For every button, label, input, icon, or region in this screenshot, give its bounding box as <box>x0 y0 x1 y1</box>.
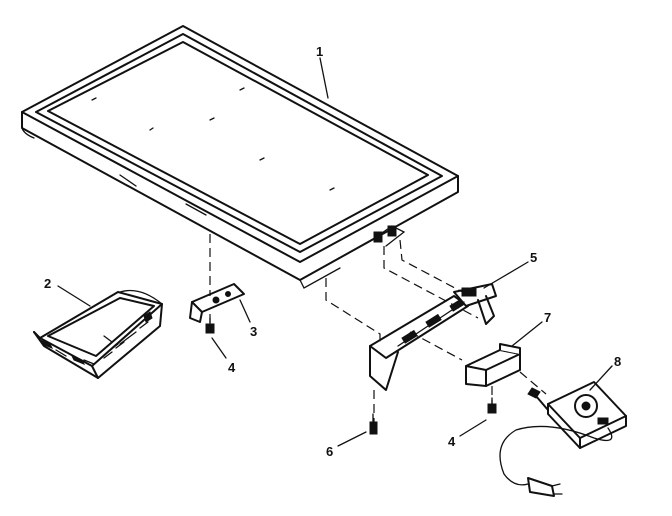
callout-4-left: 4 <box>228 360 236 375</box>
temperature-control <box>499 381 627 497</box>
callout-5: 5 <box>530 250 537 265</box>
screw-center <box>369 413 378 435</box>
callout-6: 6 <box>326 444 333 459</box>
control-mount <box>465 343 521 387</box>
griddle-plate <box>21 25 459 289</box>
rear-support <box>369 283 497 391</box>
callout-4-right: 4 <box>448 434 456 449</box>
leg-bracket <box>189 283 245 323</box>
callout-3: 3 <box>250 324 257 339</box>
assembly-lines <box>209 234 547 422</box>
drip-tray <box>33 289 163 379</box>
callout-7: 7 <box>544 310 551 325</box>
callout-8: 8 <box>614 354 621 369</box>
leader-lines <box>57 57 613 447</box>
callout-1: 1 <box>316 44 323 59</box>
callout-2: 2 <box>44 276 51 291</box>
